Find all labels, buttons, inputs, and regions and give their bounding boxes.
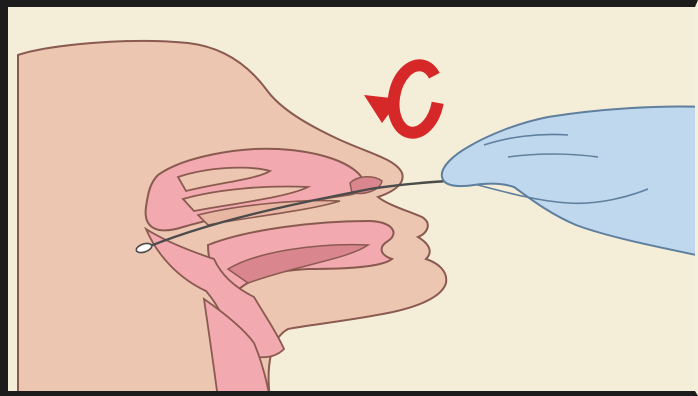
- rotation-arrow-icon: [364, 62, 444, 137]
- gloved-hand: [442, 106, 698, 257]
- swab-illustration: [8, 7, 698, 396]
